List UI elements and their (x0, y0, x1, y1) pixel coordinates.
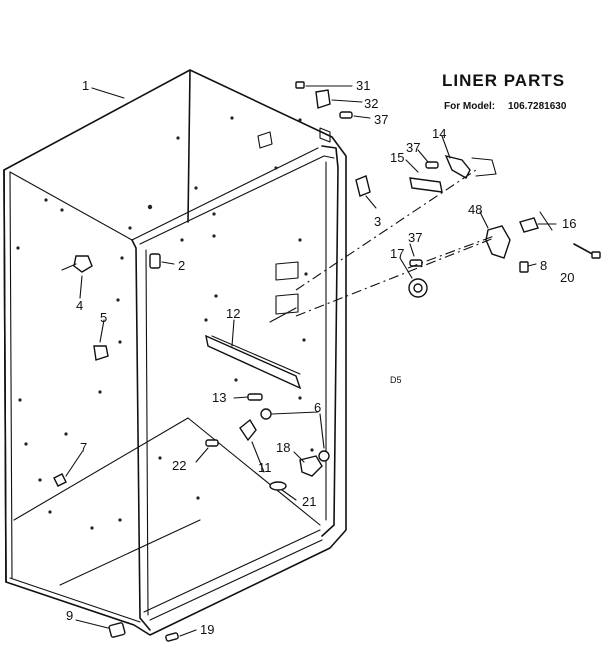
callout-12: 12 (226, 306, 240, 321)
part-17-washer (408, 278, 428, 298)
part-8-screw (519, 261, 529, 273)
part-48-hinge-bracket (485, 225, 511, 259)
part-14-hinge (444, 154, 497, 179)
part-20-pin (573, 243, 601, 259)
callout-37-right: 37 (406, 140, 420, 155)
part-5-clip (93, 345, 109, 361)
callout-15: 15 (390, 150, 404, 165)
model-label: For Model: (444, 101, 495, 112)
callout-37-top: 37 (374, 112, 388, 127)
callout-22: 22 (172, 458, 186, 473)
liner-box (3, 69, 347, 636)
part-32-bracket (315, 89, 331, 109)
callout-3: 3 (374, 214, 381, 229)
part-21-plug (269, 481, 287, 491)
callout-11: 11 (258, 460, 272, 475)
part-4-clip (61, 255, 93, 273)
callout-17: 17 (390, 246, 404, 261)
callout-numbers: 1 31 32 37 37 14 15 3 2 48 37 16 17 4 8 … (66, 78, 576, 637)
part-18-hinge-cup (299, 455, 323, 477)
leader-lines (65, 85, 557, 637)
callout-20: 20 (560, 270, 574, 285)
part-15-cover (409, 177, 443, 193)
callout-32: 32 (364, 96, 378, 111)
alignment-line (295, 169, 477, 291)
callout-1: 1 (82, 78, 89, 93)
part-12-rail (205, 334, 302, 390)
part-37-screw-top (339, 111, 353, 119)
part-2-cap (149, 253, 175, 269)
part-13-screw (233, 393, 263, 401)
callout-4: 4 (76, 298, 83, 313)
part-6-fastener (260, 408, 330, 462)
diagram-title: LINER PARTS (442, 71, 565, 90)
part-19-screw (165, 632, 179, 642)
alignment-line (407, 235, 495, 269)
model-number: 106.7281630 (508, 101, 567, 112)
part-22-pin (205, 439, 219, 447)
callout-14: 14 (432, 126, 446, 141)
callout-19: 19 (200, 622, 214, 637)
part-37-screw-right (425, 161, 439, 169)
callout-21: 21 (302, 494, 316, 509)
part-mullion-cutouts (269, 261, 299, 323)
part-7-screw (53, 473, 67, 487)
callout-5: 5 (100, 310, 107, 325)
alignment-line (295, 237, 495, 317)
callout-18: 18 (276, 440, 290, 455)
callout-31: 31 (356, 78, 370, 93)
part-9-foot (108, 622, 126, 638)
callout-13: 13 (212, 390, 226, 405)
callout-8: 8 (540, 258, 547, 273)
figure-code: D5 (390, 375, 402, 385)
callout-48: 48 (468, 202, 482, 217)
part-11-bracket (239, 418, 257, 442)
callout-7: 7 (80, 440, 87, 455)
callout-37-mid: 37 (408, 230, 422, 245)
part-16-shim (519, 211, 553, 233)
callout-9: 9 (66, 608, 73, 623)
part-31-screw (295, 81, 305, 89)
callout-16: 16 (562, 216, 576, 231)
callout-6: 6 (314, 400, 321, 415)
part-3-clip (355, 175, 371, 197)
callout-2: 2 (178, 258, 185, 273)
